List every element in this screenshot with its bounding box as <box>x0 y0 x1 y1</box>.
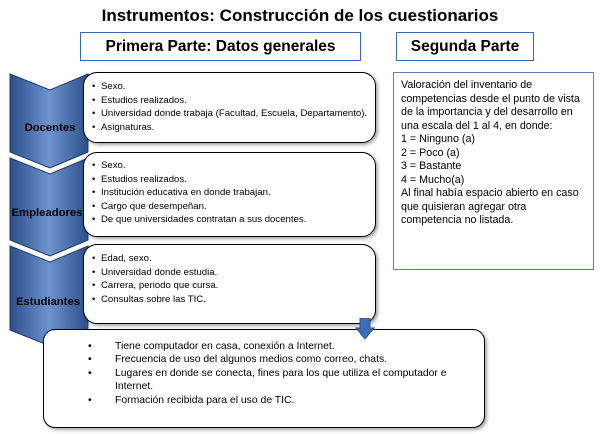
list-item: Asignaturas. <box>91 121 367 135</box>
list-item: Estudios realizados. <box>91 173 306 187</box>
list-item: Tiene computador en casa, conexión a Int… <box>88 340 483 354</box>
list-item: Estudios realizados. <box>91 94 367 108</box>
label-docentes: Docentes <box>24 122 76 134</box>
label-empleadores: Empleadores <box>11 207 83 219</box>
chevron-docentes <box>9 73 89 169</box>
list-item: Sexo. <box>91 159 306 173</box>
scale-item: 2 = Poco (a) <box>401 146 460 159</box>
list-item: Universidad donde estudia. <box>91 266 218 280</box>
down-arrow-icon <box>355 318 375 340</box>
chevron-empleadores <box>9 157 89 257</box>
list-item: Sexo. <box>91 80 367 94</box>
estudiantes-extra-list: Tiene computador en casa, conexión a Int… <box>88 340 483 407</box>
list-item: Frecuencia de uso del algunos medios com… <box>88 353 483 367</box>
scale-item: 1 = Ninguno (a) <box>401 133 475 145</box>
header-segunda-parte: Segunda Parte <box>396 32 534 61</box>
list-item: Cargo que desempeñan. <box>91 200 306 214</box>
scale-item: 4 = Mucho(a) <box>401 173 465 186</box>
estudiantes-list: Edad, sexo. Universidad donde estudia. C… <box>91 252 218 306</box>
list-item: De que universidades contratan a sus doc… <box>91 213 306 227</box>
segunda-parte-box <box>393 72 594 270</box>
list-item: Formación recibida para el uso de TIC. <box>88 394 483 408</box>
segunda-parte-closing: Al final había espacio abierto en caso q… <box>401 187 579 226</box>
label-estudiantes: Estudiantes <box>15 296 81 308</box>
header-primera-parte: Primera Parte: Datos generales <box>80 32 361 61</box>
docentes-list: Sexo. Estudios realizados. Universidad d… <box>91 80 367 134</box>
list-item: Consultas sobre las TIC. <box>91 293 218 307</box>
segunda-parte-intro: Valoración del inventario de competencia… <box>401 79 580 132</box>
page-title: Instrumentos: Construcción de los cuesti… <box>101 6 499 25</box>
list-item: Institución educativa en donde trabajan. <box>91 186 306 200</box>
list-item: Lugares en donde se conecta, fines para … <box>88 367 483 394</box>
segunda-parte-text: Valoración del inventario de competencia… <box>401 79 589 228</box>
list-item: Carrera, periodo que cursa. <box>91 279 218 293</box>
list-item: Edad, sexo. <box>91 252 218 266</box>
list-item: Universidad donde trabaja (Facultad, Esc… <box>91 107 367 121</box>
empleadores-list: Sexo. Estudios realizados. Institución e… <box>91 159 306 227</box>
scale-item: 3 = Bastante <box>401 160 462 172</box>
